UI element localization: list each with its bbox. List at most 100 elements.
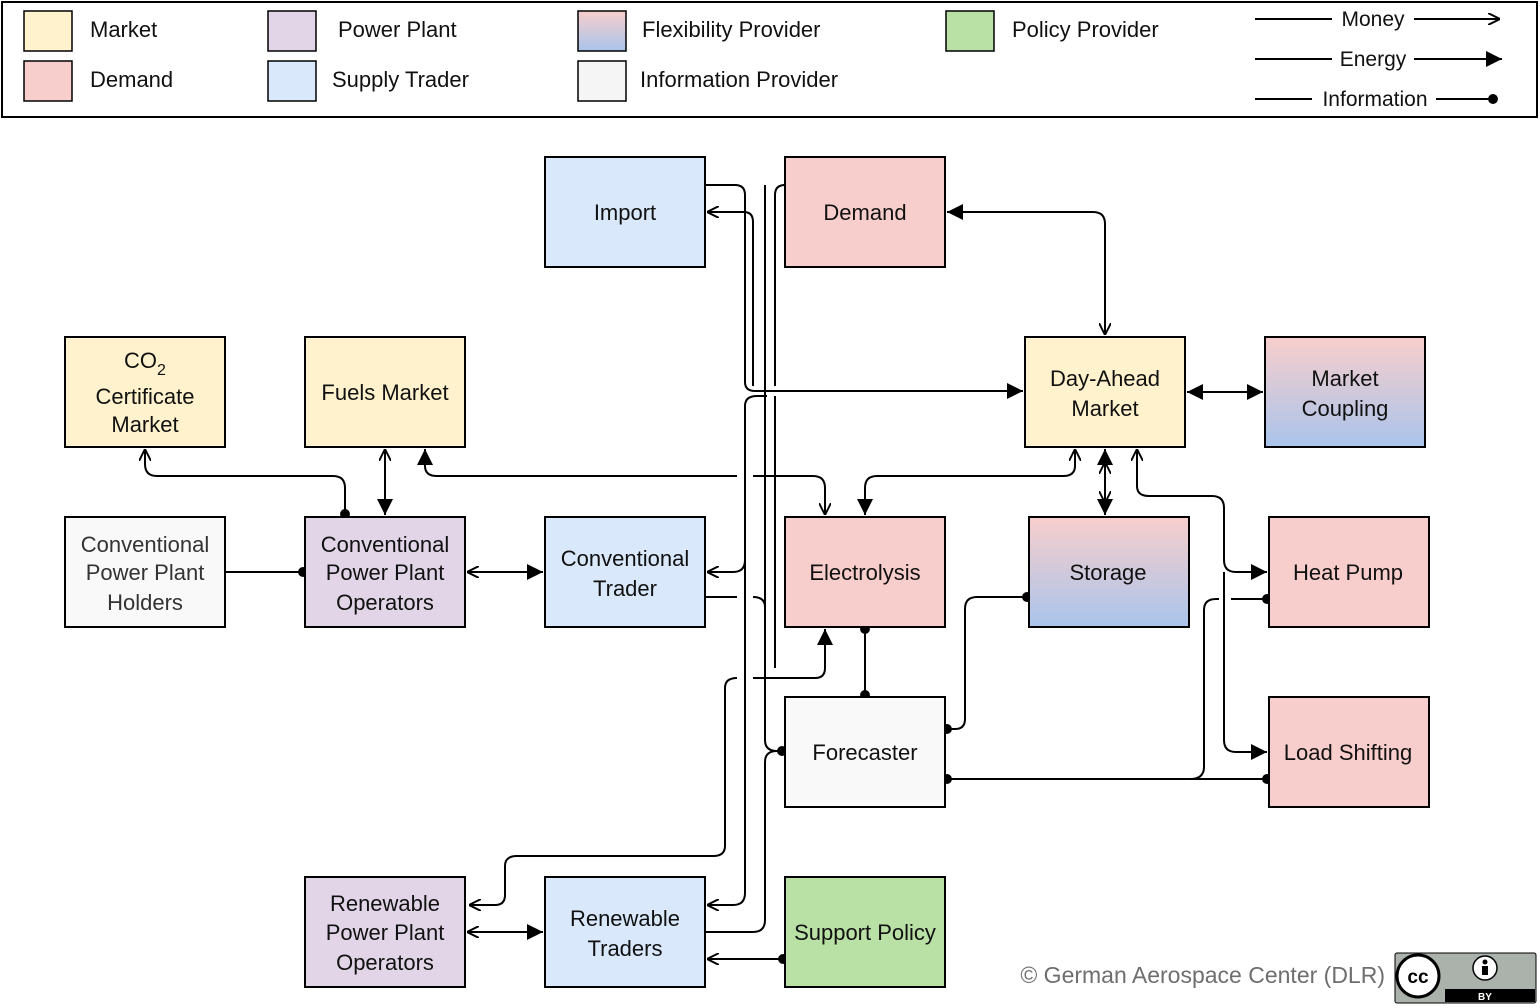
node-import-box xyxy=(544,156,706,268)
legend-swatch-demand xyxy=(23,60,73,102)
edge-import-money-stub xyxy=(743,211,754,386)
node-conv-trader-box xyxy=(544,516,706,628)
node-support-policy-box xyxy=(784,876,946,988)
node-conv-operators-line-1: Conventional xyxy=(321,532,449,557)
node-loadshifting-box xyxy=(1268,696,1430,808)
node-co2-co: CO xyxy=(124,348,157,373)
node-conv-operators-line-3: Operators xyxy=(336,590,434,615)
legend-swatch-policy xyxy=(945,10,995,52)
node-dayahead-line-2: Market xyxy=(1071,396,1138,421)
legend-swatch-supply-trader xyxy=(267,60,317,102)
edge-rentraders-forecaster xyxy=(705,750,778,933)
legend: Market Power Plant Flexibility Provider … xyxy=(1,1,1538,118)
node-ren-operators-line-2: Power Plant xyxy=(326,920,445,945)
legend-info-label: Information xyxy=(1322,88,1427,111)
node-conv-holders-line-3: Holders xyxy=(107,590,183,615)
node-heatpump-label: Heat Pump xyxy=(1293,560,1403,585)
node-demand-label: Demand xyxy=(823,200,906,225)
node-support-policy: Support Policy xyxy=(784,876,946,988)
node-co2-line-1: CO2 xyxy=(124,348,166,379)
edge-dayahead-heatpump xyxy=(1137,449,1267,572)
edge-demand-dayahead xyxy=(947,212,1105,335)
edge-forecaster-storage xyxy=(942,592,1032,734)
node-conv-holders-line-2: Power Plant xyxy=(86,560,205,585)
node-import-label: Import xyxy=(594,200,656,225)
legend-swatch-information xyxy=(577,60,627,102)
legend-money-label: Money xyxy=(1341,8,1405,31)
node-conv-holders: Conventional Power Plant Holders xyxy=(64,516,226,628)
node-electrolysis: Electrolysis xyxy=(784,516,946,628)
legend-label-information: Information Provider xyxy=(640,67,838,92)
by-person-body xyxy=(1482,966,1488,975)
copyright-text: © German Aerospace Center (DLR) xyxy=(1020,962,1385,988)
edge-renoperators-electrolysis-b xyxy=(753,629,833,679)
node-ren-traders: Renewable Traders xyxy=(544,876,706,988)
node-electrolysis-box xyxy=(784,516,946,628)
legend-label-policy: Policy Provider xyxy=(1012,17,1159,42)
node-electrolysis-label: Electrolysis xyxy=(809,560,920,585)
node-ren-operators-box xyxy=(304,876,466,988)
legend-label-supply-trader: Supply Trader xyxy=(332,67,469,92)
node-conv-trader-line-1: Conventional xyxy=(561,546,689,571)
node-storage-label: Storage xyxy=(1069,560,1146,585)
cc-logo-icon xyxy=(1395,953,1441,999)
node-heatpump-box xyxy=(1268,516,1430,628)
edge-convtrader-energy-b xyxy=(752,596,766,668)
legend-label-market: Market xyxy=(90,17,157,42)
node-fuels-box xyxy=(304,336,466,448)
edge-convoperators-co2 xyxy=(145,449,345,514)
node-coupling-line-1: Market xyxy=(1311,366,1378,391)
cc-badge-strip xyxy=(1445,989,1535,1002)
node-forecaster-box xyxy=(784,696,946,808)
node-coupling-box xyxy=(1264,336,1426,448)
edge-dayahead-rentraders xyxy=(707,406,746,905)
node-storage: Storage xyxy=(1028,516,1190,628)
node-load-shifting: Load Shifting xyxy=(1268,696,1430,808)
node-coupling-line-2: Coupling xyxy=(1302,396,1389,421)
node-conv-operators-box xyxy=(304,516,466,628)
node-ren-operators: Renewable Power Plant Operators xyxy=(304,876,466,988)
node-storage-box xyxy=(1028,516,1190,628)
node-conv-holders-line-1: Conventional xyxy=(81,532,209,557)
edge-dayahead-loadshifting xyxy=(1223,572,1267,760)
node-co2-line-3: Market xyxy=(111,412,178,437)
node-co2-line-2: Certificate xyxy=(95,384,194,409)
node-conv-trader: Conventional Trader xyxy=(544,516,706,628)
edge-fuels-electrolysis-a xyxy=(417,449,737,477)
legend-energy-label: Energy xyxy=(1340,48,1407,71)
node-conv-operators: Conventional Power Plant Operators xyxy=(304,516,466,628)
node-dayahead-box xyxy=(1024,336,1186,448)
edge-import-dayahead xyxy=(705,184,1023,399)
node-demand-box xyxy=(784,156,946,268)
node-ren-traders-box xyxy=(544,876,706,988)
node-heat-pump: Heat Pump xyxy=(1268,516,1430,628)
legend-swatch-power-plant xyxy=(267,10,317,52)
node-day-ahead-market: Day-Ahead Market xyxy=(1024,336,1186,448)
node-fuels-label: Fuels Market xyxy=(321,380,448,405)
node-conv-holders-box xyxy=(64,516,226,628)
node-import: Import xyxy=(544,156,706,268)
edge-dayahead-convtrader xyxy=(707,395,767,572)
nodes: Import Demand CO2 Certificate Market Fue… xyxy=(64,156,1430,988)
node-ren-operators-line-1: Renewable xyxy=(330,891,440,916)
by-text: BY xyxy=(1478,992,1492,1003)
legend-label-flexibility: Flexibility Provider xyxy=(642,17,821,42)
node-demand: Demand xyxy=(784,156,946,268)
node-conv-operators-line-2: Power Plant xyxy=(326,560,445,585)
by-person-head xyxy=(1482,959,1488,965)
node-co2-subscript: 2 xyxy=(157,362,166,379)
edge-demand-import-a xyxy=(774,184,786,386)
node-co2-market: CO2 Certificate Market xyxy=(64,336,226,448)
edge-renoperators-electrolysis-a xyxy=(469,677,738,905)
edges xyxy=(145,184,1272,959)
node-ren-traders-line-2: Traders xyxy=(588,936,663,961)
cc-by-badge: cc BY xyxy=(1394,952,1537,1004)
legend-label-demand: Demand xyxy=(90,67,173,92)
node-co2-box xyxy=(64,336,226,448)
node-dayahead-line-1: Day-Ahead xyxy=(1050,366,1160,391)
node-conv-trader-line-2: Trader xyxy=(593,576,657,601)
node-ren-operators-line-3: Operators xyxy=(336,950,434,975)
node-fuels-market: Fuels Market xyxy=(304,336,466,448)
node-forecaster-label: Forecaster xyxy=(812,740,917,765)
